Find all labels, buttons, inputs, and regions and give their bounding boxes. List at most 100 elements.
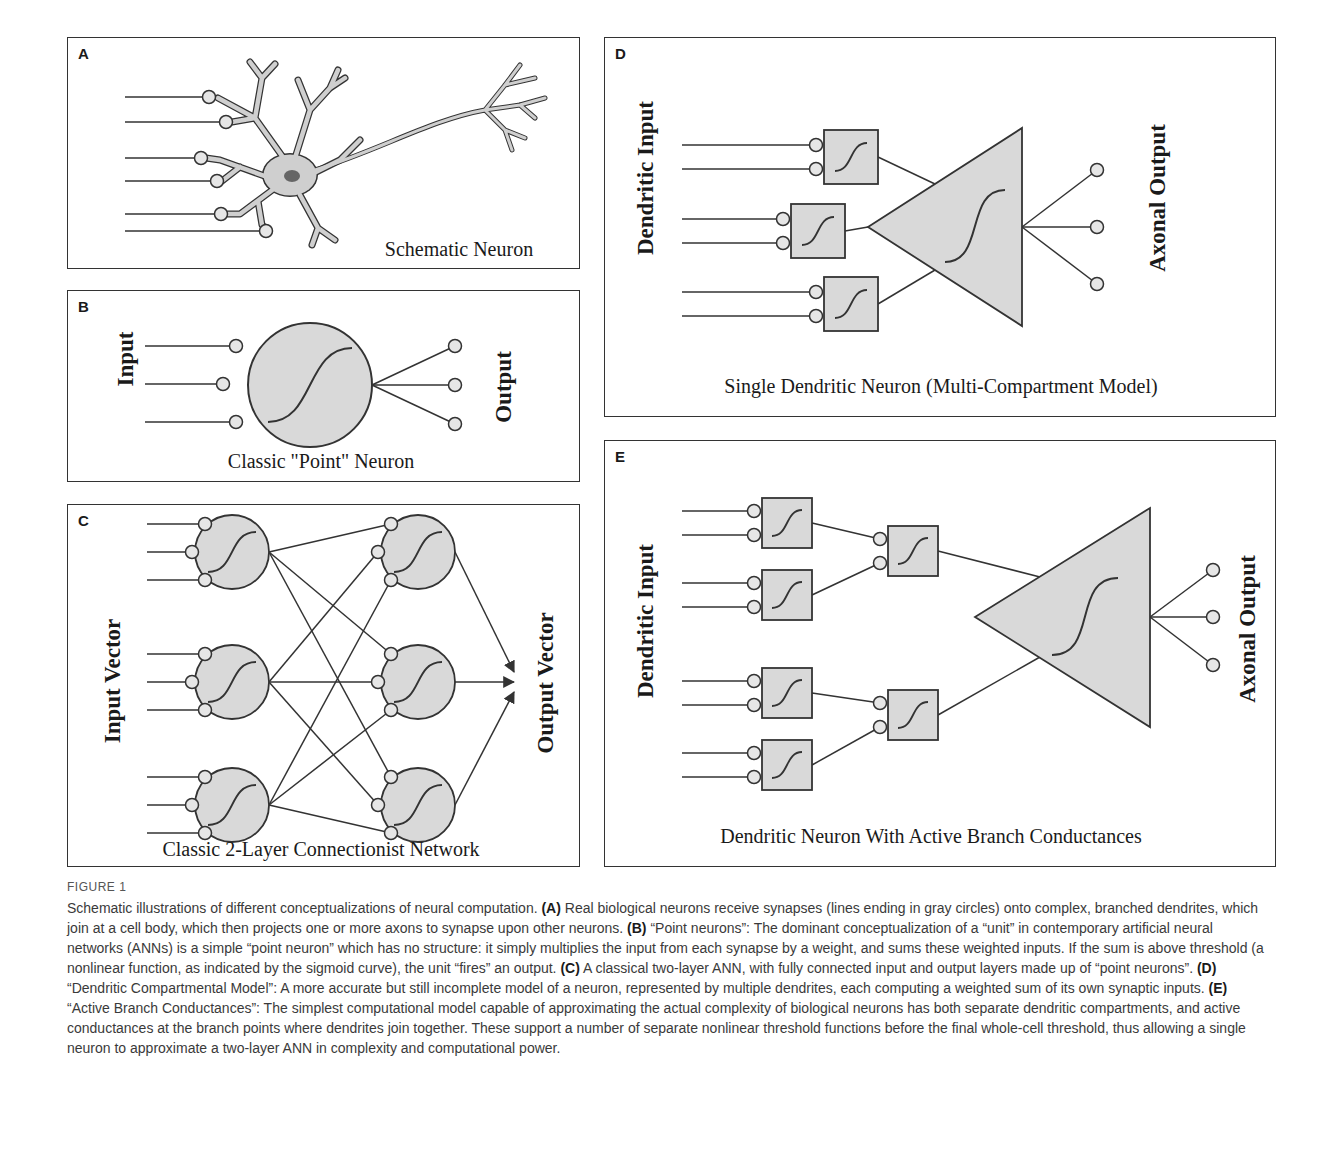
- neuron-illustration: [125, 121, 226, 123]
- axis-label: Input Vector: [100, 619, 126, 744]
- synapse-circles: [748, 675, 761, 688]
- network-units: [195, 515, 455, 842]
- compartment-wires: [682, 168, 816, 170]
- synapse-circles: [748, 505, 1220, 784]
- axis-label: Output: [491, 351, 517, 423]
- branch-shapes: [762, 570, 812, 620]
- compartment-wires: [682, 291, 816, 293]
- neuron-body: [206, 62, 360, 245]
- sigmoid-curves: [208, 532, 256, 572]
- synapse-circles: [217, 378, 230, 391]
- network-units: [381, 515, 455, 589]
- sigmoid-curves: [208, 532, 442, 825]
- compartment-wires: [1022, 227, 1097, 284]
- panel-letter: A: [78, 45, 89, 62]
- panel-title: Schematic Neuron: [385, 238, 533, 261]
- synapse-circles: [199, 518, 212, 531]
- synapse-circles: [230, 416, 243, 429]
- compartment-shapes: [791, 128, 1022, 331]
- network-wires: [455, 681, 514, 683]
- synapse-circles: [199, 771, 212, 784]
- network-wires: [269, 552, 391, 777]
- network-wires: [147, 832, 205, 834]
- synapse-circles: [195, 91, 273, 238]
- axis-label: Output Vector: [533, 612, 559, 753]
- panel-title: Single Dendritic Neuron (Multi-Compartme…: [724, 375, 1157, 398]
- synapse-circles: [810, 286, 823, 299]
- compartment-wires: [682, 218, 783, 220]
- sigmoid-curves: [898, 538, 928, 564]
- synapse-circles: [810, 310, 823, 323]
- synapse-circles: [385, 771, 398, 784]
- branch-wires: [812, 693, 880, 703]
- branch-wires: [812, 563, 880, 595]
- panel-letter: B: [78, 298, 89, 315]
- branch-wires: [682, 534, 754, 536]
- synapse-circles: [777, 237, 790, 250]
- sigmoid-curves: [208, 785, 256, 825]
- synapse-circles: [874, 557, 887, 570]
- branch-shapes: [975, 508, 1150, 727]
- branch-wires: [938, 551, 1040, 577]
- synapse-circles: [199, 704, 212, 717]
- synapse-circles: [199, 574, 212, 587]
- axis-label: Axonal Output: [1145, 124, 1171, 272]
- sigmoid-curves: [802, 143, 1005, 318]
- compartment-shapes: [791, 204, 845, 258]
- neuron-body: [206, 62, 545, 245]
- synapse-circles: [260, 225, 273, 238]
- synapse-circles: [195, 152, 208, 165]
- compartment-shapes: [868, 128, 1022, 326]
- network-units: [195, 645, 269, 719]
- network-wires: [147, 579, 205, 581]
- compartment-wires: [1022, 170, 1097, 227]
- synapse-circles: [186, 799, 199, 812]
- compartment-shapes: [824, 277, 878, 331]
- point-neuron: [268, 348, 352, 422]
- compartment-shapes: [824, 130, 878, 184]
- network-wires: [269, 682, 378, 805]
- compartment-wires: [682, 242, 783, 244]
- synapse-circles: [449, 379, 462, 392]
- branch-shapes: [888, 690, 938, 740]
- network-wires: [269, 580, 391, 805]
- panel-box: DDendritic InputAxonal OutputSingle Dend…: [604, 37, 1276, 417]
- network-wires: [147, 709, 205, 711]
- neuron-body: [284, 170, 300, 182]
- compartment-wires: [878, 157, 935, 184]
- synapse-circles: [1091, 164, 1104, 177]
- synapse-circles: [217, 340, 462, 431]
- neuron-illustration: [125, 213, 221, 215]
- branch-wires: [812, 523, 880, 539]
- branch-wires: [682, 680, 754, 682]
- compartment-wires: [878, 270, 935, 304]
- synapse-circles: [748, 529, 761, 542]
- sigmoid-curves: [835, 143, 867, 171]
- branch-wires: [682, 776, 754, 778]
- point-neuron: [145, 421, 236, 423]
- network-units: [381, 768, 455, 842]
- synapse-circles: [810, 163, 823, 176]
- synapse-circles: [385, 648, 398, 661]
- sigmoid-curves: [945, 190, 1005, 262]
- synapse-circles: [748, 747, 761, 760]
- synapse-circles: [186, 546, 199, 559]
- branch-wires: [1150, 617, 1213, 665]
- synapse-circles: [385, 574, 398, 587]
- branch-wires: [682, 582, 754, 584]
- panel-title: Classic "Point" Neuron: [228, 450, 414, 473]
- axis-label: Dendritic Input: [633, 544, 659, 698]
- sigmoid-curves: [802, 217, 834, 245]
- sigmoid-curves: [772, 752, 802, 778]
- branch-shapes: [762, 498, 812, 548]
- branch-wires: [1150, 616, 1213, 618]
- synapse-circles: [203, 91, 216, 104]
- figure-label: FIGURE 1: [67, 880, 126, 894]
- branch-shapes: [888, 526, 938, 576]
- synapse-circles: [874, 721, 887, 734]
- synapse-circles: [1207, 659, 1220, 672]
- network-units: [195, 768, 269, 842]
- panel-letter: C: [78, 512, 89, 529]
- sigmoid-curves: [394, 662, 442, 702]
